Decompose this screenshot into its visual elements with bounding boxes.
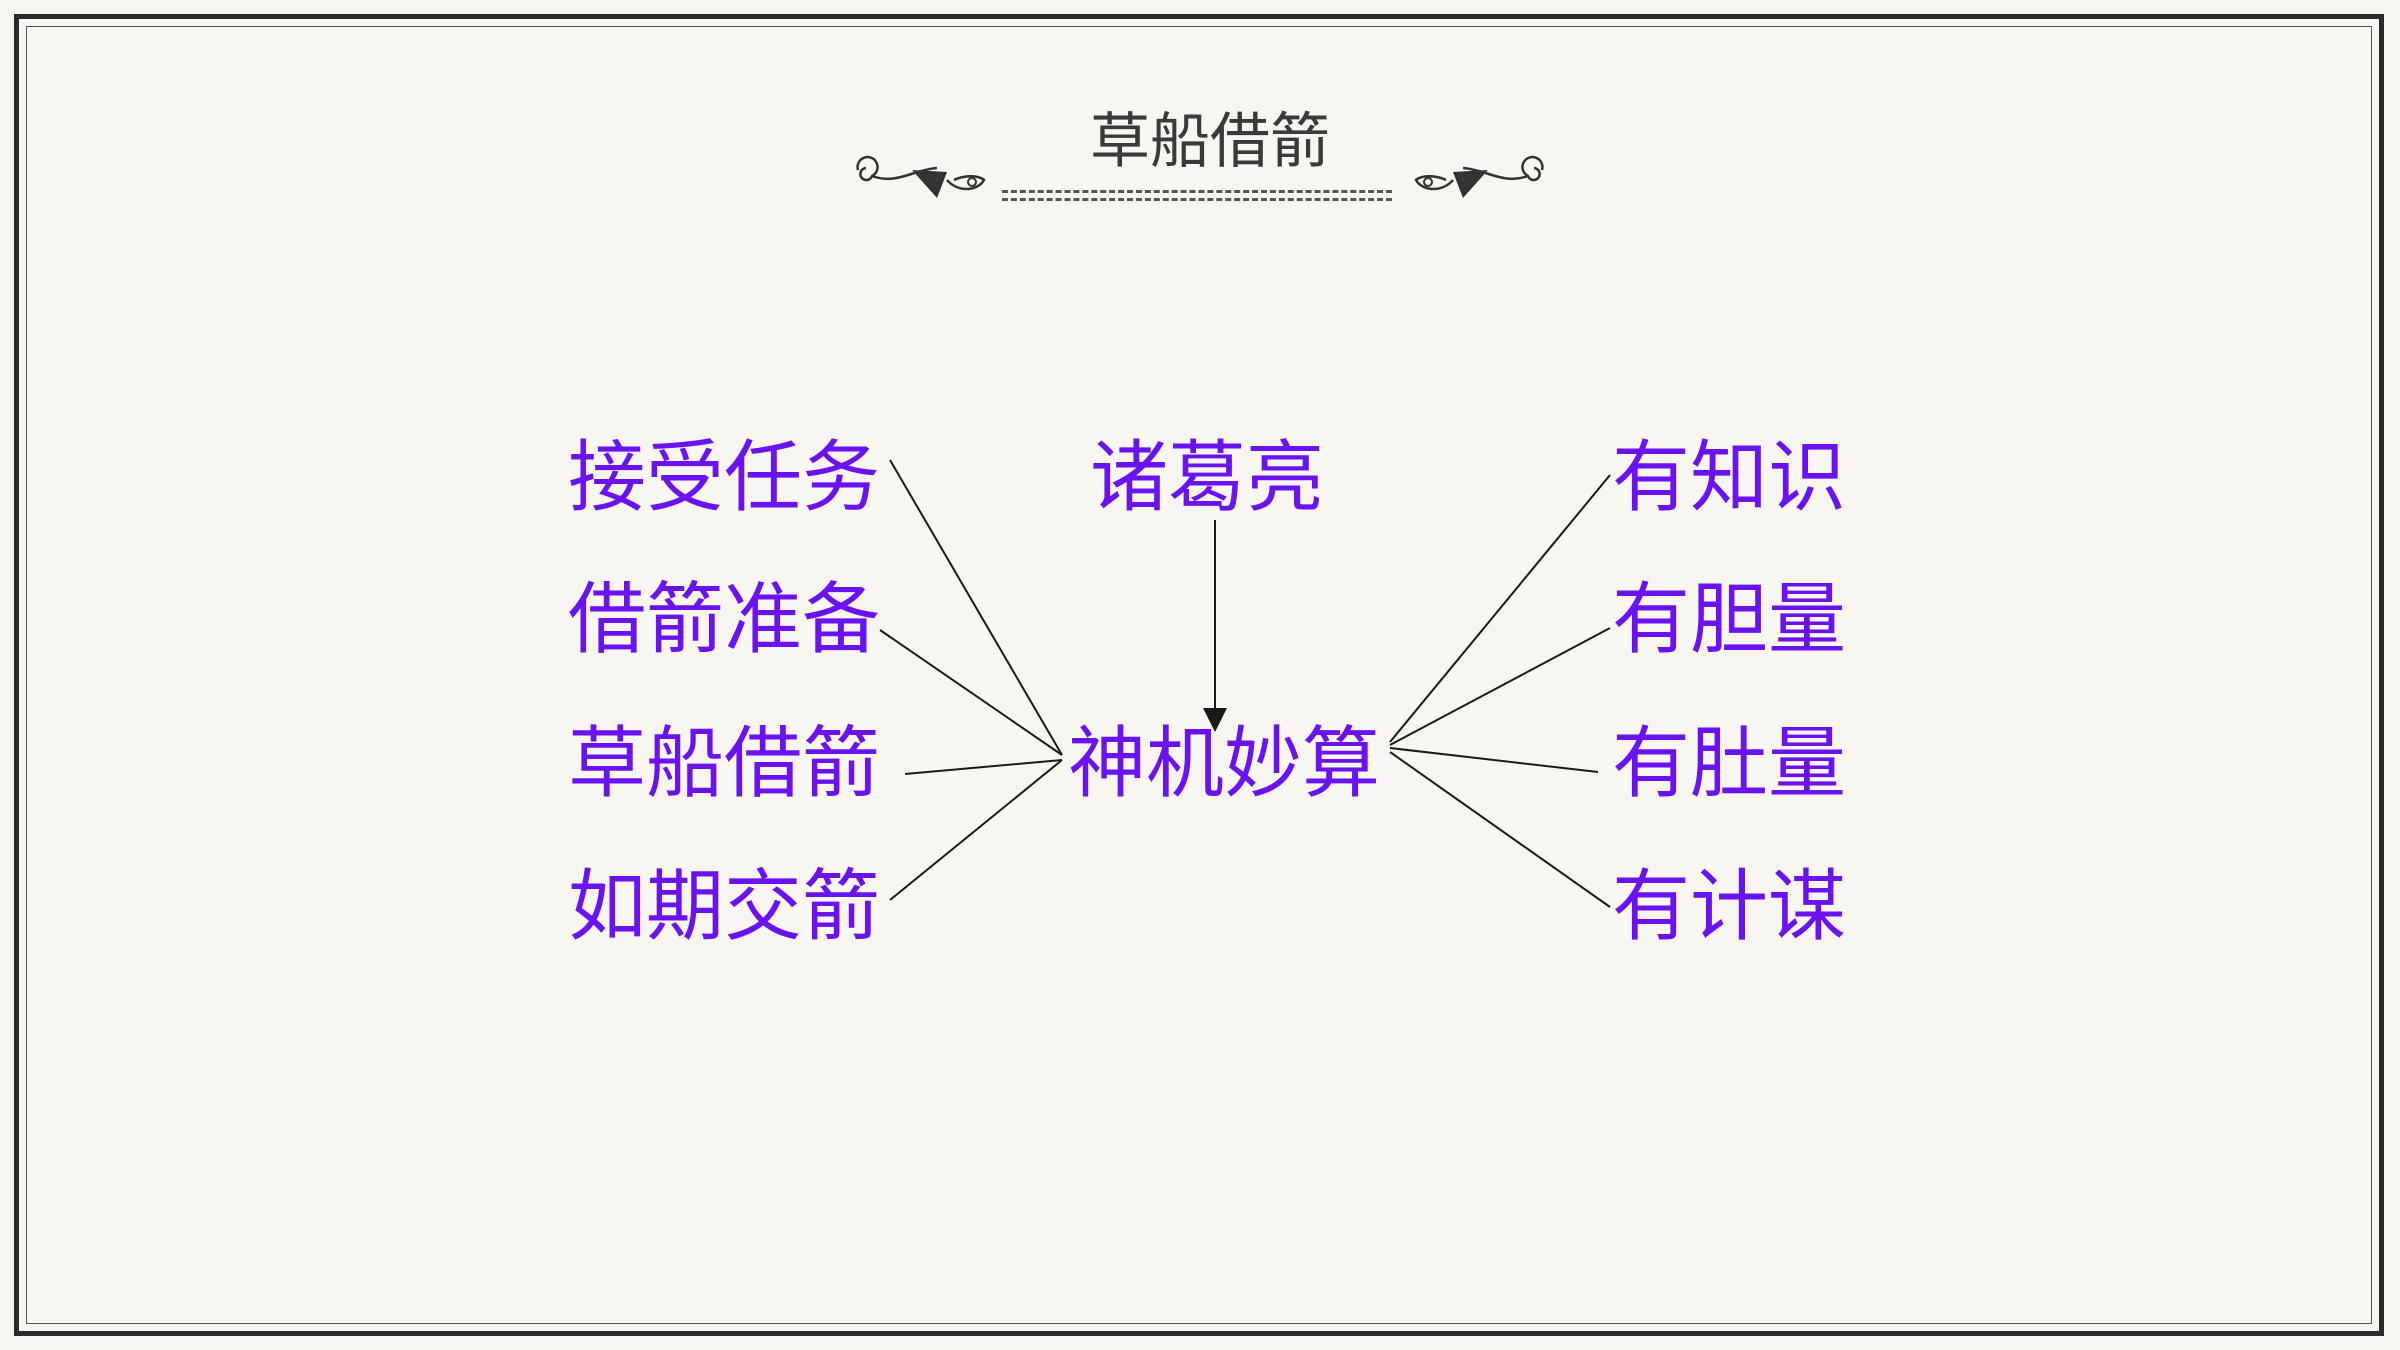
node-left-3: 草船借箭 bbox=[568, 719, 881, 809]
connector-left-4 bbox=[889, 759, 1063, 901]
node-left-4: 如期交箭 bbox=[568, 862, 881, 952]
node-right-3: 有肚量 bbox=[1612, 719, 1847, 809]
connector-left-2 bbox=[879, 629, 1063, 756]
node-center: 神机妙算 bbox=[1068, 719, 1381, 809]
connector-left-1 bbox=[889, 459, 1063, 756]
title-underline-top bbox=[1002, 190, 1392, 193]
title-underline-bottom bbox=[1002, 198, 1392, 201]
connector-right-2 bbox=[1389, 627, 1611, 746]
connector-left-3 bbox=[904, 759, 1063, 775]
scroll-ornament-left-icon bbox=[856, 155, 986, 198]
node-left-2: 借箭准备 bbox=[568, 575, 881, 665]
node-right-2: 有胆量 bbox=[1612, 575, 1847, 665]
node-left-1: 接受任务 bbox=[568, 433, 881, 523]
inner-frame bbox=[26, 26, 2372, 1324]
node-right-4: 有计谋 bbox=[1612, 862, 1847, 952]
connector-right-4 bbox=[1389, 751, 1611, 908]
connector-right-1 bbox=[1389, 474, 1611, 743]
scroll-ornament-right-icon bbox=[1414, 155, 1544, 198]
node-right-1: 有知识 bbox=[1612, 433, 1847, 523]
node-top: 诸葛亮 bbox=[1090, 433, 1325, 523]
outer-frame bbox=[14, 14, 2384, 1336]
page-title: 草船借箭 bbox=[1090, 107, 1330, 177]
connector-right-3 bbox=[1389, 747, 1599, 773]
